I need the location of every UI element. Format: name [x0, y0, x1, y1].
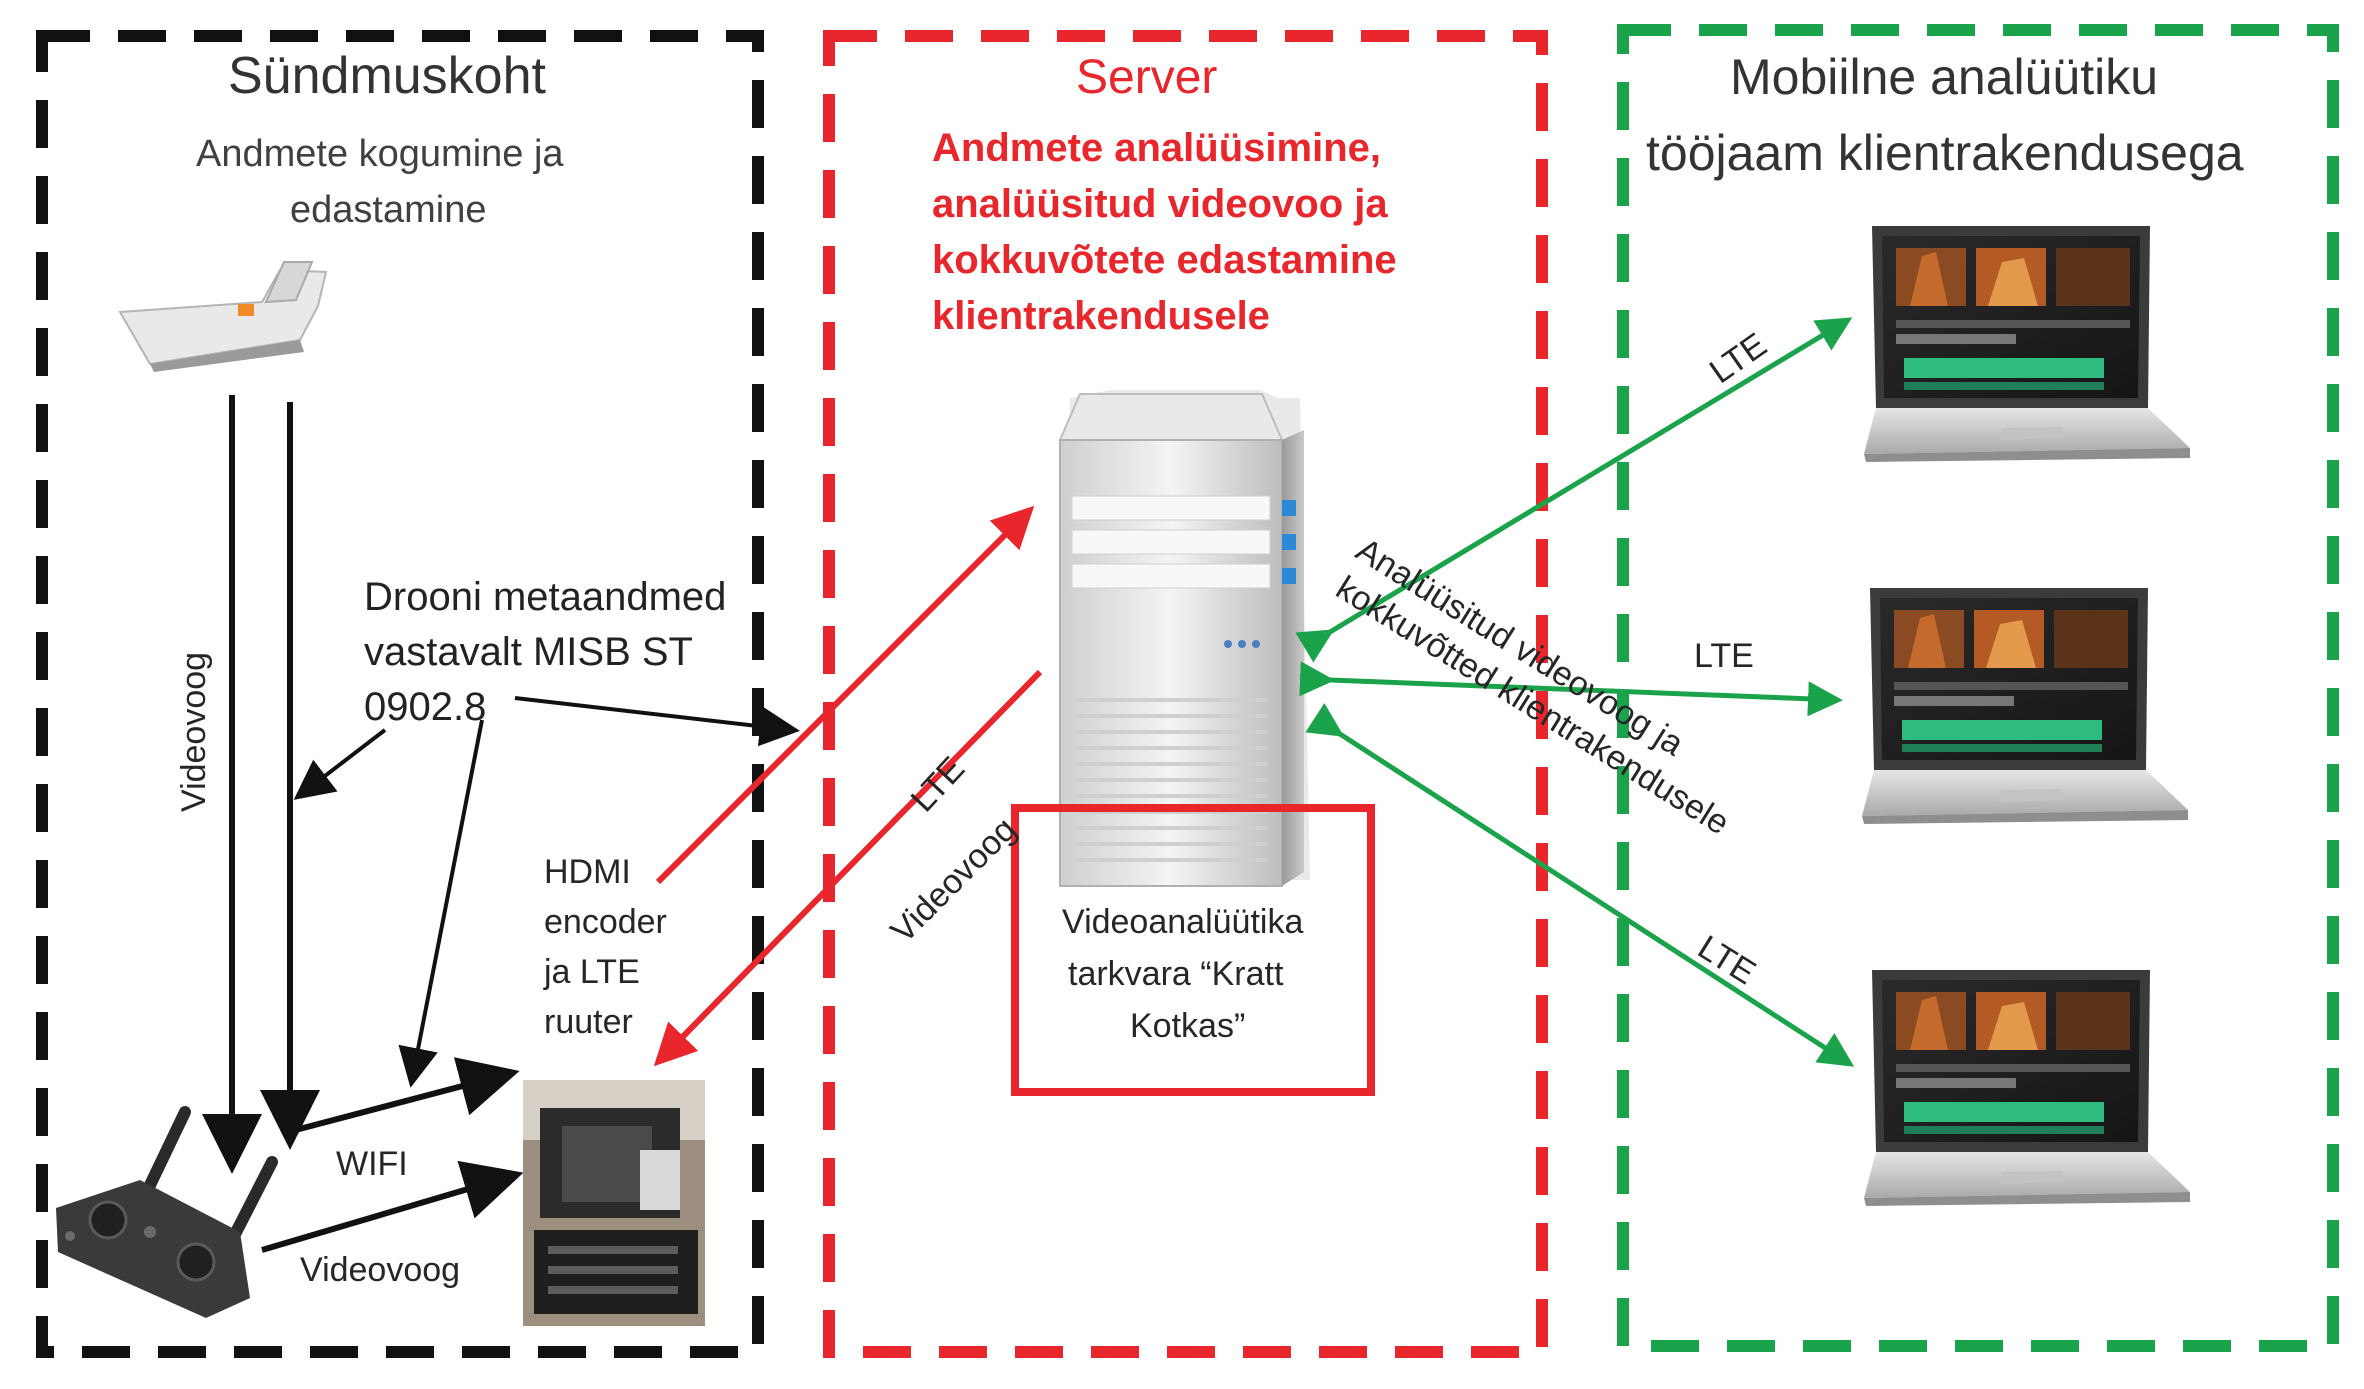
laptop-icon	[1864, 226, 2190, 462]
software-label-2: tarkvara “Kratt	[1068, 955, 1284, 993]
label-metadata-1: Drooni metaandmed	[364, 575, 727, 619]
arrow-wifi	[287, 1057, 520, 1135]
label-videovoog-bottom: Videovoog	[300, 1251, 461, 1289]
remote-controller-icon	[56, 1106, 278, 1318]
scene-panel-title: Sündmuskoht	[228, 47, 546, 105]
arrow-server-laptop-bottom	[1305, 703, 1855, 1067]
label-hdmi-1: HDMI	[544, 853, 631, 891]
label-hdmi-3: ja LTE	[544, 953, 640, 991]
label-hdmi-4: ruuter	[544, 1003, 633, 1041]
laptop-icon	[1862, 588, 2188, 824]
scene-panel-subtitle-2: edastamine	[290, 189, 487, 231]
label-hdmi-2: encoder	[544, 903, 667, 941]
server-panel-title: Server	[1076, 51, 1218, 104]
server-panel-subtitle-3: kokkuvõtete edastamine	[932, 238, 1397, 282]
arrow-encoder-to-server	[655, 505, 1035, 885]
arrow-metadata-to-server	[514, 696, 800, 747]
arrow-videovoog-to-encoder	[261, 1160, 524, 1253]
laptop-icon	[1864, 970, 2190, 1206]
drone-icon	[118, 261, 328, 372]
arrow-metadata-to-stream	[293, 728, 387, 800]
server-panel-subtitle-1: Andmete analüüsimine,	[932, 126, 1381, 170]
scene-panel-border	[36, 30, 764, 1358]
mobile-panel-title-2: tööjaam klientrakendusega	[1646, 125, 2244, 181]
server-panel-subtitle-2: analüüsitud videovoo ja	[932, 182, 1388, 226]
arrow-server-to-encoder	[653, 669, 1043, 1067]
label-metadata-2: vastavalt MISB ST	[364, 630, 693, 674]
label-metadata-3: 0902.8	[364, 685, 487, 729]
label-wifi: WIFI	[336, 1145, 408, 1183]
scene-panel-subtitle-1: Andmete kogumine ja	[196, 133, 564, 175]
software-label-3: Kotkas”	[1130, 1007, 1246, 1045]
encoder-device-icon	[523, 1080, 705, 1326]
arrow-server-laptop-mid	[1299, 661, 1843, 717]
arrow-metadata-to-wifi	[398, 719, 484, 1088]
label-videovoog-vertical: Videovoog	[175, 651, 213, 812]
label-lte-mid: LTE	[1694, 637, 1754, 675]
software-label-1: Videoanalüütika	[1062, 903, 1304, 941]
mobile-panel-border	[1617, 24, 2339, 1352]
arrow-server-laptop-top	[1295, 317, 1853, 663]
mobile-panel-title-1: Mobiilne analüütiku	[1730, 49, 2159, 105]
server-panel-subtitle-4: klientrakendusele	[932, 294, 1270, 338]
